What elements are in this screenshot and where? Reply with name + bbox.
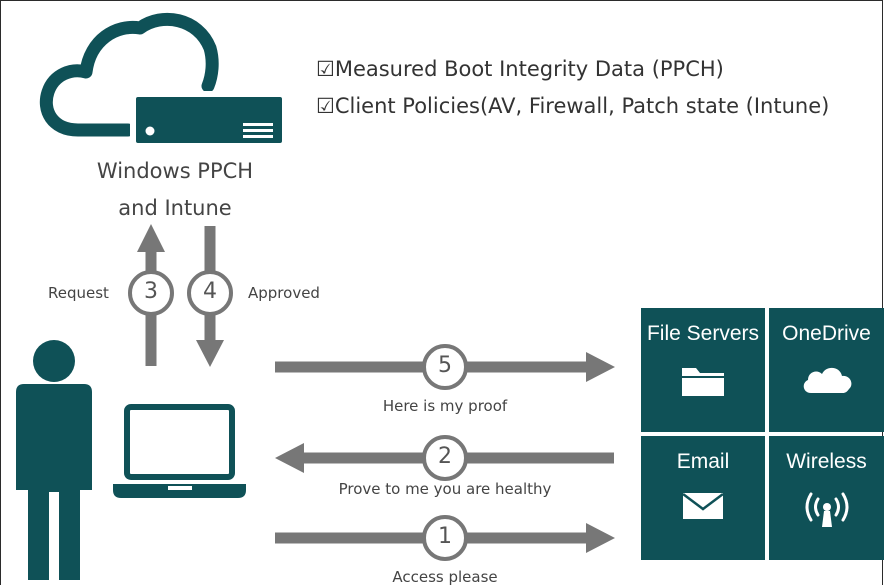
tile-wireless: Wireless [769,436,884,560]
server-label-line1: Windows PPCH [96,159,254,183]
step-circle-2 [422,435,468,481]
tile-email: Email [641,436,765,560]
approved-label: Approved [248,284,320,302]
flow-label-proof: Here is my proof [382,397,508,415]
tile-file-servers: File Servers [641,308,765,432]
tile-label-email: Email [676,450,730,473]
step-circle-1 [422,515,468,561]
tile-label-wireless: Wireless [786,450,867,473]
checklist-item-client-policies: ☑Client Policies(AV, Firewall, Patch sta… [316,94,830,118]
flow-label-access: Access please [392,568,498,586]
step-number-4: 4 [203,279,217,304]
step-number-5: 5 [438,353,452,378]
person-icon [16,340,92,580]
checklist-item-boot-integrity: ☑Measured Boot Integrity Data (PPCH) [316,57,724,81]
step-number-2: 2 [438,444,452,469]
cloud-icon [769,363,884,402]
envelope-icon [641,491,765,526]
tile-onedrive: OneDrive [769,308,884,432]
tile-label-onedrive: OneDrive [782,322,871,345]
step-number-1: 1 [438,524,452,549]
flow-label-prove-healthy: Prove to me you are healthy [338,480,552,498]
tile-label-file-servers: File Servers [646,322,760,345]
cloud-server-icon [39,12,288,149]
step-circle-4 [187,270,233,316]
server-label-line2: and Intune [118,196,232,220]
step-circle-3 [128,270,174,316]
folder-icon [641,363,765,404]
laptop-icon [113,404,246,498]
request-label: Request [48,284,109,302]
wireless-icon [769,491,884,536]
step-circle-5 [422,344,468,390]
step-number-3: 3 [144,279,158,304]
